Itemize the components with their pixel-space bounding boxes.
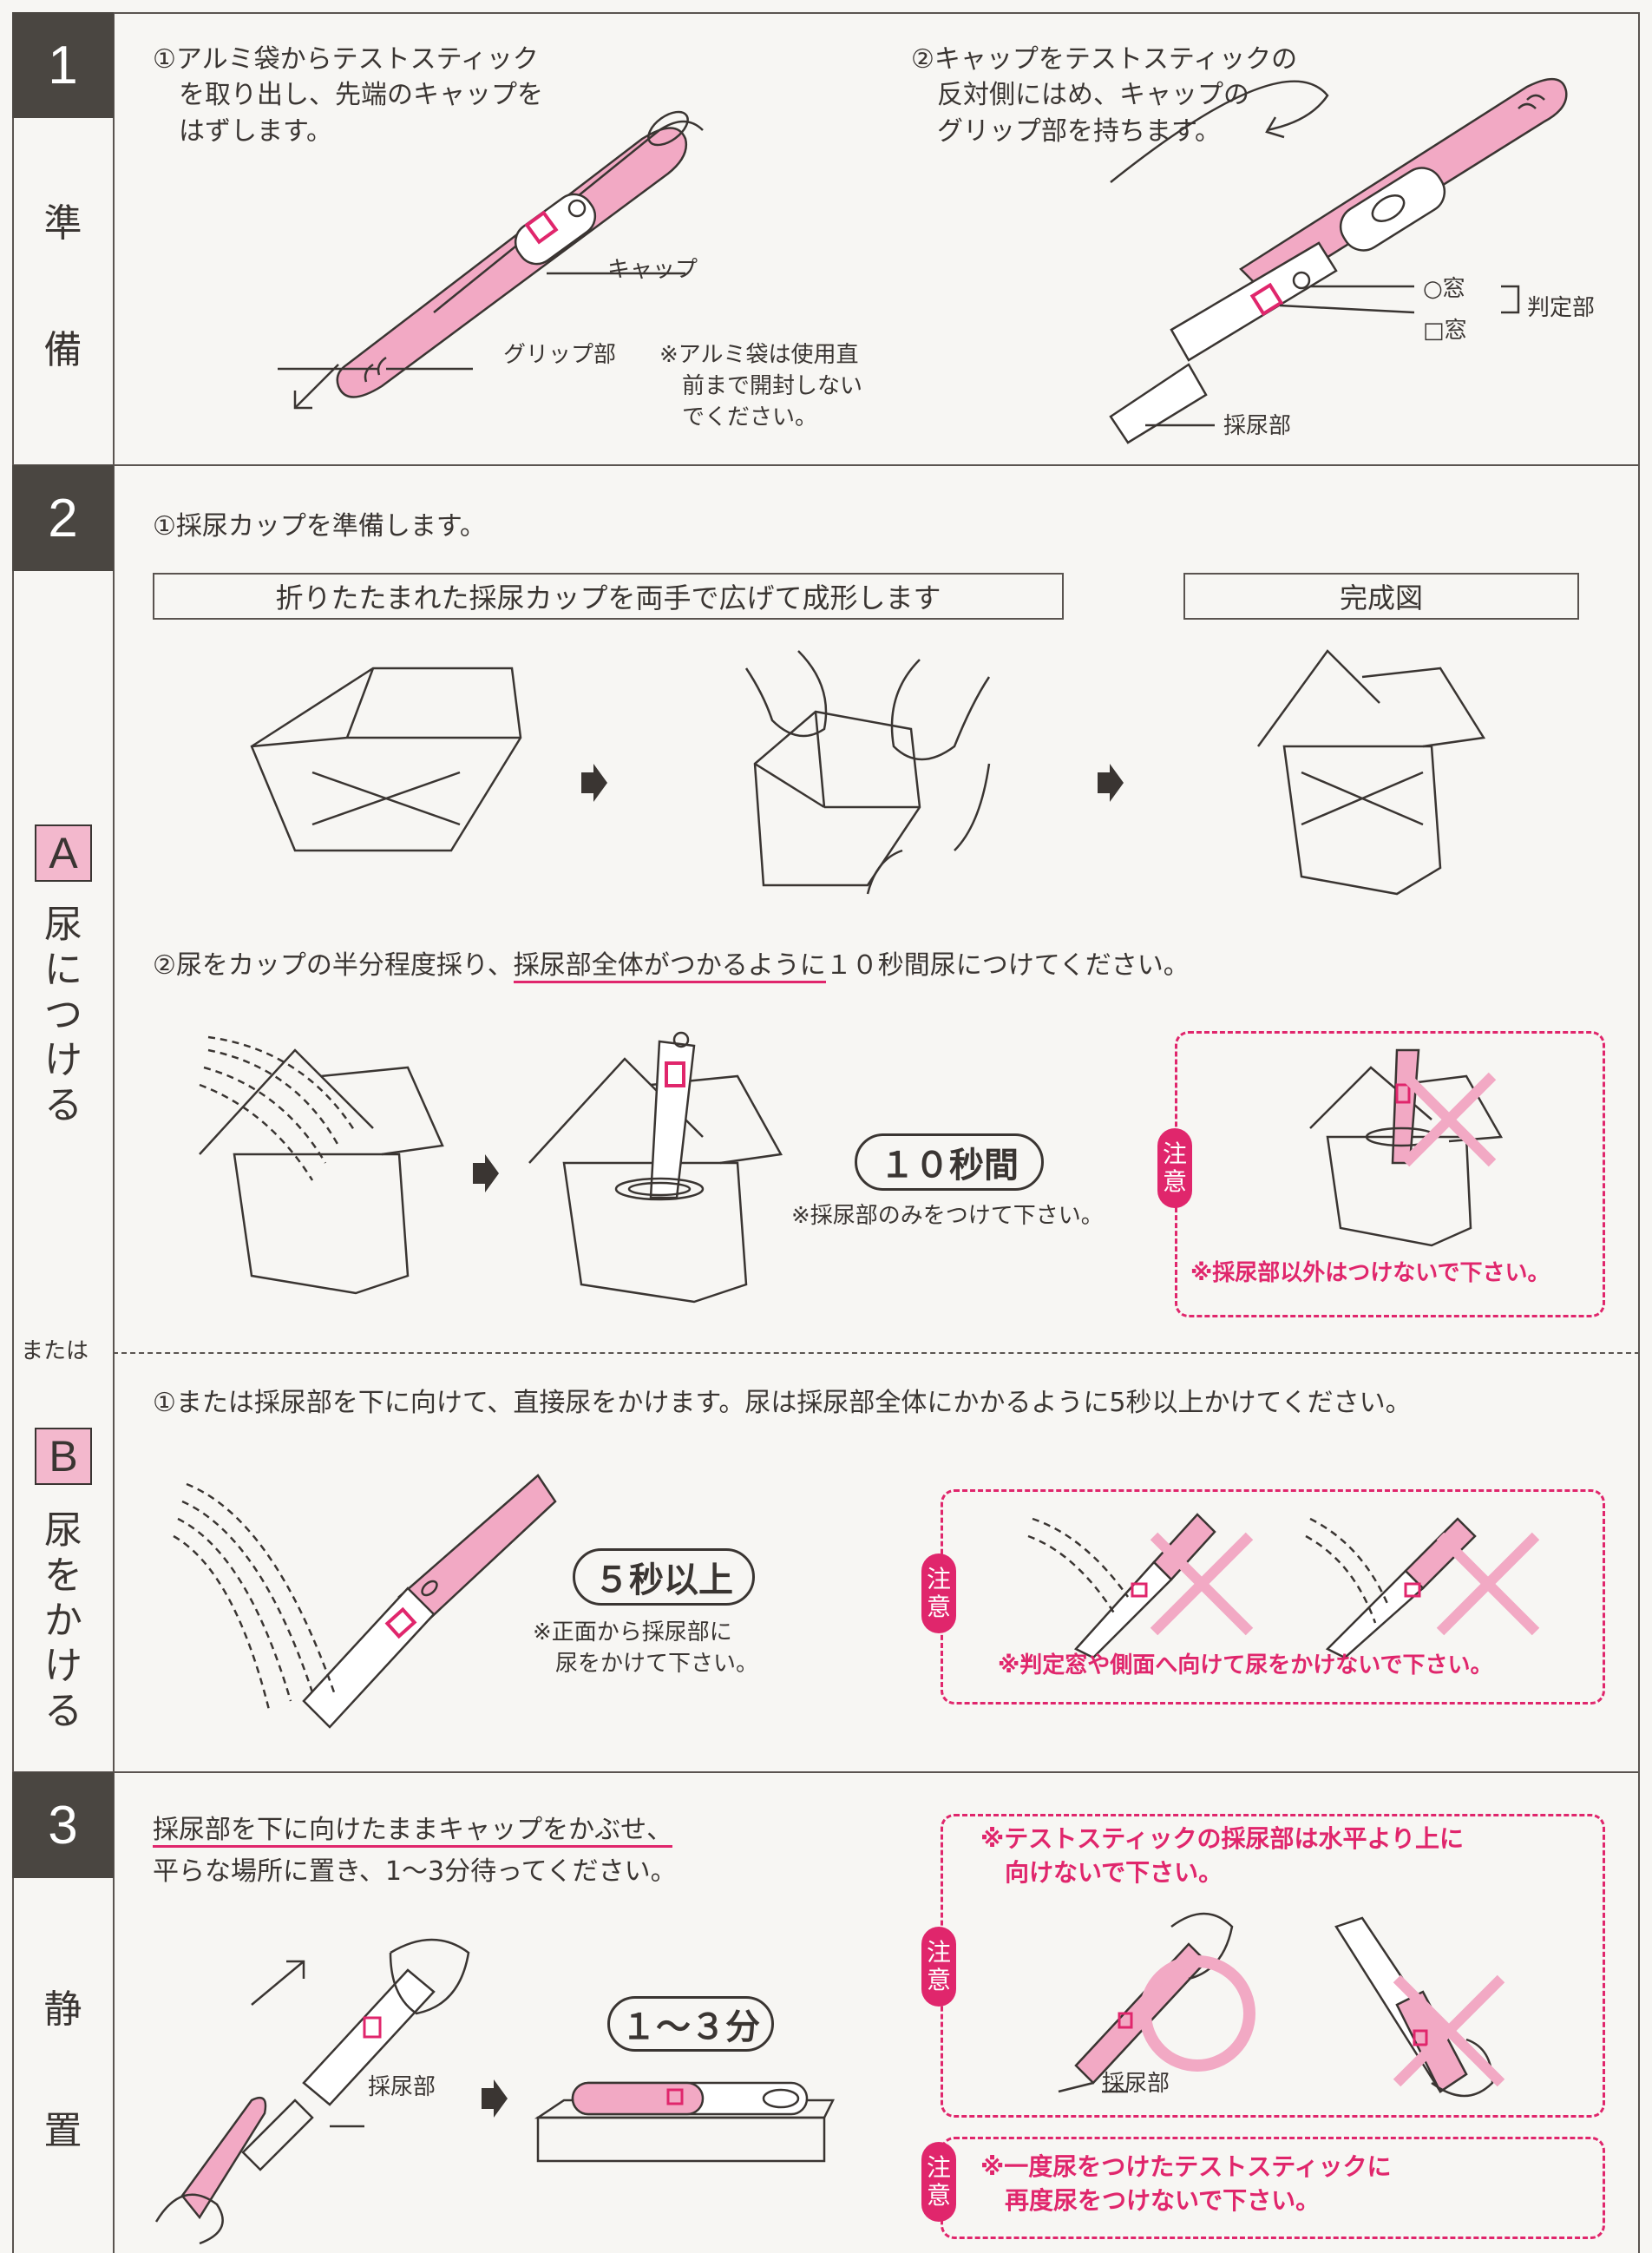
- capping-stick-illustration: [154, 1938, 470, 2245]
- or-label: または: [21, 1338, 89, 1364]
- test-stick-cap-on-illustration: [1109, 78, 1568, 444]
- step1-instruction-2: ②キャップをテストスティックの 反対側にはめ、キャップの グリップ部を持ちます。: [911, 44, 1298, 147]
- step2a-note: ※採尿部のみをつけて下さい。: [791, 1203, 1104, 1229]
- section-divider-1: [12, 464, 1640, 466]
- label-circle-window: ○窓: [1423, 276, 1465, 302]
- urine-into-cup-illustration: [199, 1035, 444, 1295]
- label-square-window: □窓: [1423, 318, 1467, 344]
- stick-resting-flat-illustration: [534, 2081, 836, 2163]
- section-2-badge: 2: [12, 465, 114, 571]
- caution-text-a: ※採尿部以外はつけないで下さい。: [1190, 1260, 1550, 1286]
- caution-text-3a: ※テストスティックの採尿部は水平より上に 向けないで下さい。: [980, 1824, 1464, 1887]
- caution-tag: 注 意: [1157, 1128, 1192, 1209]
- section-1-badge: 1: [12, 12, 114, 118]
- section-1-label-1: 準: [43, 201, 82, 246]
- label-grip: グリップ部: [503, 342, 617, 368]
- page-frame: [12, 12, 1640, 2253]
- step2b-note: ※正面から採尿部に 尿をかけて下さい。: [533, 1619, 759, 1677]
- completed-cup-illustration: [1256, 649, 1486, 896]
- incorrect-dipping-illustration: [1309, 1048, 1504, 1247]
- step1-instruction-1: ①アルミ袋からテストスティック を取り出し、先端のキャップを はずします。: [153, 44, 543, 147]
- underlined-emphasis: 採尿部全体がつかるように: [513, 950, 826, 983]
- caution-tag: 注 意: [921, 1927, 956, 2007]
- sub-b-label: 尿をかける: [44, 1508, 82, 1733]
- label-judgement-area: 判定部: [1527, 295, 1596, 321]
- step1-note: ※アルミ袋は使用直 前まで開封しない でください。: [659, 342, 863, 430]
- arrow-right-icon: [581, 764, 607, 802]
- incorrect-spray-window-illustration: [1027, 1513, 1254, 1659]
- left-column-divider: [113, 12, 115, 2253]
- correct-angle-illustration: [1058, 1912, 1255, 2093]
- caution-tag: 注 意: [921, 2142, 956, 2223]
- sub-b-badge: B: [35, 1428, 92, 1485]
- label-sampling-area: 採尿部: [1223, 413, 1292, 439]
- incorrect-spray-side-illustration: [1305, 1517, 1540, 1659]
- step2-instruction-2: ②尿をカップの半分程度採り、採尿部全体がつかるように１０秒間尿につけてください。: [153, 948, 1190, 983]
- label-cap: キャップ: [607, 257, 698, 283]
- arrow-right-icon: [473, 1154, 499, 1192]
- completed-cup-box: 完成図: [1183, 573, 1579, 620]
- section-1-label-2: 備: [43, 328, 82, 372]
- step2b-instruction: ①または採尿部を下に向けて、直接尿をかけます。尿は採尿部全体にかかるように5秒以…: [153, 1388, 1412, 1418]
- hands-opening-cup-illustration: [744, 650, 991, 895]
- urine-on-stick-illustration: [173, 1474, 557, 1729]
- section-3-label-2: 置: [43, 2109, 82, 2153]
- caution-text-3b: ※一度尿をつけたテストスティックに 再度尿をつけないで下さい。: [980, 2152, 1392, 2215]
- label-sampling-area-step3: 採尿部: [368, 2074, 436, 2100]
- arrow-right-icon: [482, 2079, 508, 2118]
- section-3-label-1: 静: [43, 1987, 82, 2032]
- folded-cup-illustration: [250, 667, 522, 852]
- cup-shaping-box: 折りたたまれた採尿カップを両手で広げて成形します: [153, 573, 1064, 620]
- step3-instruction-line2: 平らな場所に置き、1～3分待ってください。: [153, 1856, 677, 1887]
- test-stick-cap-off-illustration: [278, 110, 704, 410]
- step3-instruction-line1: 採尿部を下に向けたままキャップをかぶせ、: [153, 1812, 673, 1848]
- section-divider-2: [12, 1771, 1640, 1773]
- duration-1-3-minutes: １～３分: [607, 1996, 774, 2052]
- stick-in-cup-illustration: [528, 1031, 783, 1304]
- duration-10-seconds: １０秒間: [855, 1133, 1044, 1191]
- incorrect-angle-illustration: [1334, 1916, 1505, 2098]
- caution-tag: 注 意: [921, 1553, 956, 1634]
- caution-text-b: ※判定窓や側面へ向けて尿をかけないで下さい。: [998, 1652, 1493, 1678]
- sub-a-badge: A: [35, 824, 92, 882]
- label-sampling-area-caution: 採尿部: [1102, 2071, 1170, 2097]
- sub-a-label: 尿につける: [44, 903, 82, 1127]
- or-divider: [113, 1352, 1640, 1354]
- section-3-badge: 3: [12, 1772, 114, 1878]
- duration-5-seconds: ５秒以上: [573, 1548, 755, 1606]
- arrow-right-icon: [1098, 764, 1124, 802]
- step2-instruction-1: ①採尿カップを準備します。: [153, 511, 486, 542]
